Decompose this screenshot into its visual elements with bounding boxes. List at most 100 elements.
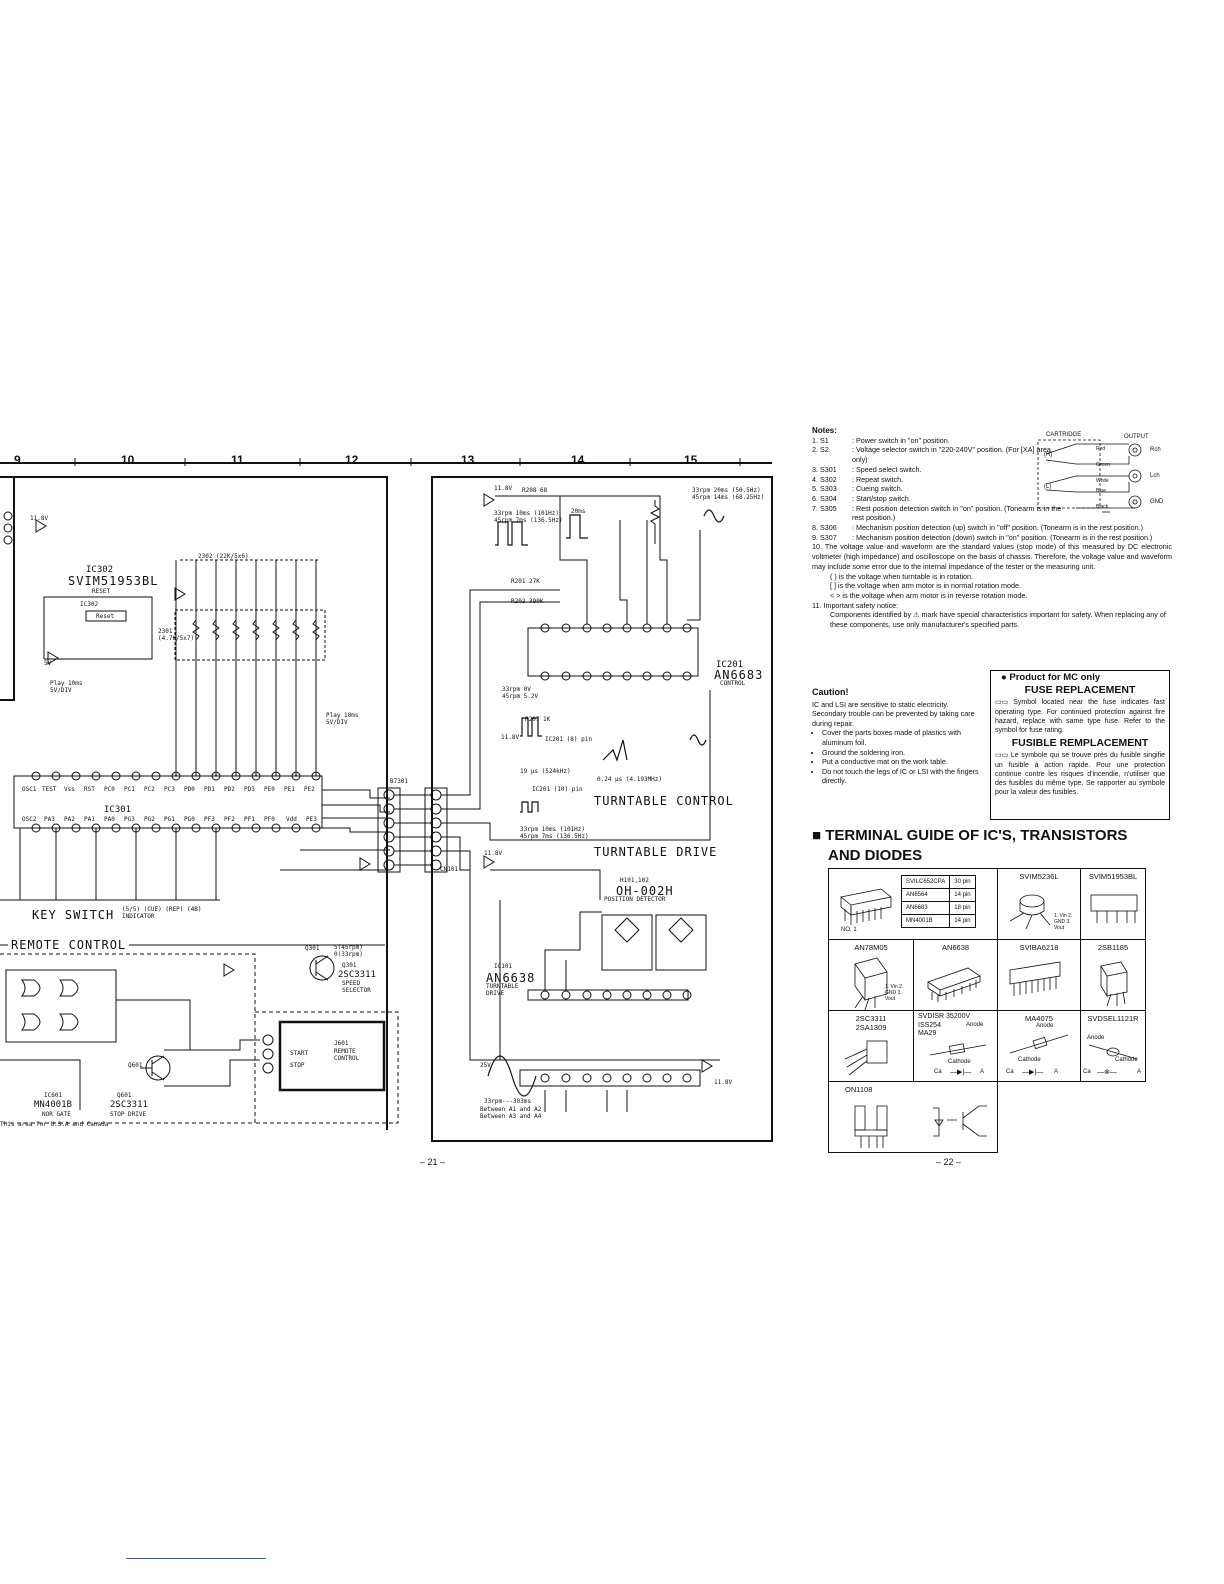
wire-black: Black — [1096, 504, 1109, 510]
wave-33-303: 33rpm---303ms — [484, 1098, 531, 1105]
note-text: : Mechanism position detection (up) swit… — [852, 523, 1144, 533]
ic601-sub: NOR GATE — [42, 1111, 71, 1118]
pin-label: PF2 — [224, 816, 235, 823]
svim51953bl-cell: SVIM51953BL — [1080, 868, 1146, 940]
caution-item: Cover the parts boxes made of plastics w… — [822, 728, 984, 747]
note-key: 4. S302 — [812, 474, 837, 484]
caution-item: Do not touch the legs of IC or LSI with … — [822, 767, 984, 786]
pin-label: PA3 — [44, 816, 55, 823]
pin-label: PF3 — [204, 816, 215, 823]
table-cell: AN6564 — [900, 888, 951, 902]
a-label: A — [980, 1069, 985, 1075]
fuse-symbol-icon: ▭▭ — [995, 752, 1011, 760]
photo-interrupter-schematic-icon — [933, 1105, 987, 1137]
q601-part: 2SC3311 — [110, 1100, 148, 1110]
caution-title: Caution! — [812, 687, 849, 697]
table-cell: 14 pin — [949, 914, 976, 928]
sip-ic-icon — [1009, 961, 1061, 996]
wave-33-45-b: 33rpm 10ms (101Hz) 45rpm 7ms (136.5Hz) — [520, 826, 589, 840]
caution-intro: IC and LSI are sensitive to static elect… — [812, 699, 975, 728]
r2302-label: 2302 (22K/5x6) — [198, 553, 249, 560]
part-name: ISS254 — [918, 1021, 941, 1029]
part-label: SVIM51953BL — [1088, 872, 1138, 881]
pin-label: Vss — [64, 786, 75, 793]
note-11: 11. Important safety notice: — [812, 600, 899, 610]
note-text: : Cueing switch. — [852, 484, 903, 494]
note-key: 5. S303 — [812, 484, 837, 494]
schematic-wiring — [0, 458, 773, 1142]
part-label: SVIBA6218 — [1019, 943, 1059, 952]
table-cell: 30 pin — [949, 875, 976, 889]
wave-19us: 19 µs (524kHz) — [520, 768, 571, 775]
wave-33-45: 33rpm 10ms (101Hz) 45rpm 7ms (136.5Hz) — [494, 510, 563, 524]
pin-label: PG2 — [144, 816, 155, 823]
q601-label: Q601 — [128, 1062, 143, 1069]
pin-label: OSC2 — [22, 816, 37, 823]
supply-label: 11.8V — [501, 734, 520, 741]
between-a1a2: Between A1 and A2 — [480, 1106, 542, 1113]
part-label: SVDSEL1121R — [1087, 1014, 1139, 1023]
wire-red: Red — [1096, 446, 1106, 452]
ic101-part: AN6638 — [486, 971, 536, 985]
pin-label: PC1 — [124, 786, 135, 793]
note-key: 8. S306 — [812, 523, 837, 533]
caution-list: Cover the parts boxes made of plastics w… — [812, 728, 984, 786]
ic301-label: IC301 — [104, 805, 132, 815]
notes-title: Notes: — [812, 426, 837, 435]
pin-label: PE0 — [264, 786, 275, 793]
between-a3a4: Between A3 and A4 — [480, 1113, 542, 1120]
regulator-icon — [854, 957, 888, 1010]
no1-label: NO. 1 — [841, 927, 857, 933]
supply-label: 11.8V — [484, 850, 503, 857]
diode-symbol-icon: —▶|— — [1022, 1069, 1044, 1076]
pin-label: TEST — [42, 786, 57, 793]
product-mc-only: ● Product for MC only — [1001, 672, 1101, 683]
sviba6218-cell: SVIBA6218 — [997, 939, 1081, 1011]
diode-symbol-icon: —▶|— — [950, 1069, 972, 1076]
rpm-33-45: 33rpm 0V 45rpm 5.2V — [502, 686, 539, 700]
note-item: 4. S302 : Repeat switch. — [812, 475, 1172, 485]
page-number-left: – 21 – — [420, 1157, 446, 1167]
part-name: 2SC3311 — [855, 1014, 887, 1023]
pin-label: PG0 — [184, 816, 195, 823]
pin-label: PC3 — [164, 786, 175, 793]
pin-label: PD2 — [224, 786, 235, 793]
note-text: : Power switch in "on" position. — [852, 435, 950, 445]
r202-label: R202 390K — [511, 598, 544, 605]
pin-label: PD3 — [244, 786, 255, 793]
out-lch: Lch — [1150, 473, 1160, 479]
supply-label: 5V — [44, 660, 52, 667]
ic302-part: SVIM51953BL — [68, 574, 159, 588]
v25-label: 25V — [480, 1062, 491, 1069]
pin-label: PF0 — [264, 816, 275, 823]
wire-blue: Blue — [1096, 488, 1107, 494]
ic302-box-title: IC302 — [80, 601, 99, 608]
cartridge-wiring — [1037, 439, 1142, 513]
caution-section: Caution! IC and LSI are sensitive to sta… — [812, 687, 984, 786]
pin-label: PC2 — [144, 786, 155, 793]
wave-ic201-2: IC201 (10) pin — [532, 786, 583, 793]
ca-label: Ca — [934, 1069, 942, 1075]
column-number: 9 — [14, 453, 21, 467]
note-11b: Components identified by ⚠ mark have spe… — [830, 610, 1166, 630]
out-gnd: GND — [1150, 499, 1164, 505]
part-name: SVDISR 35200V — [918, 1013, 971, 1020]
cathode-label: Cathode — [1115, 1057, 1138, 1063]
supply-label: 11.8V — [714, 1079, 733, 1086]
ic302-reset: Reset — [96, 613, 115, 620]
wave-20ms: 20ms — [571, 508, 586, 515]
pin-label: PD0 — [184, 786, 195, 793]
anode-label: Anode — [1036, 1023, 1054, 1029]
note-key: 3. S301 — [812, 464, 837, 474]
cn301-label: B7301 — [390, 778, 409, 785]
wave-33-20: 33rpm 20ms (50.5Hz) 45rpm 14ms (68.25Hz) — [692, 487, 765, 501]
ic101-sub: TURNTABLE DRIVE — [486, 983, 519, 997]
caution-item: Put a conductive mat on the work table. — [822, 757, 984, 767]
dip-ic-icon — [927, 967, 981, 1002]
note-text: : Repeat switch. — [852, 474, 904, 484]
cartridge-label: CARTRIDGE — [1046, 432, 1082, 438]
ic201-part: AN6683 — [714, 668, 764, 682]
a-label: A — [1054, 1069, 1059, 1075]
